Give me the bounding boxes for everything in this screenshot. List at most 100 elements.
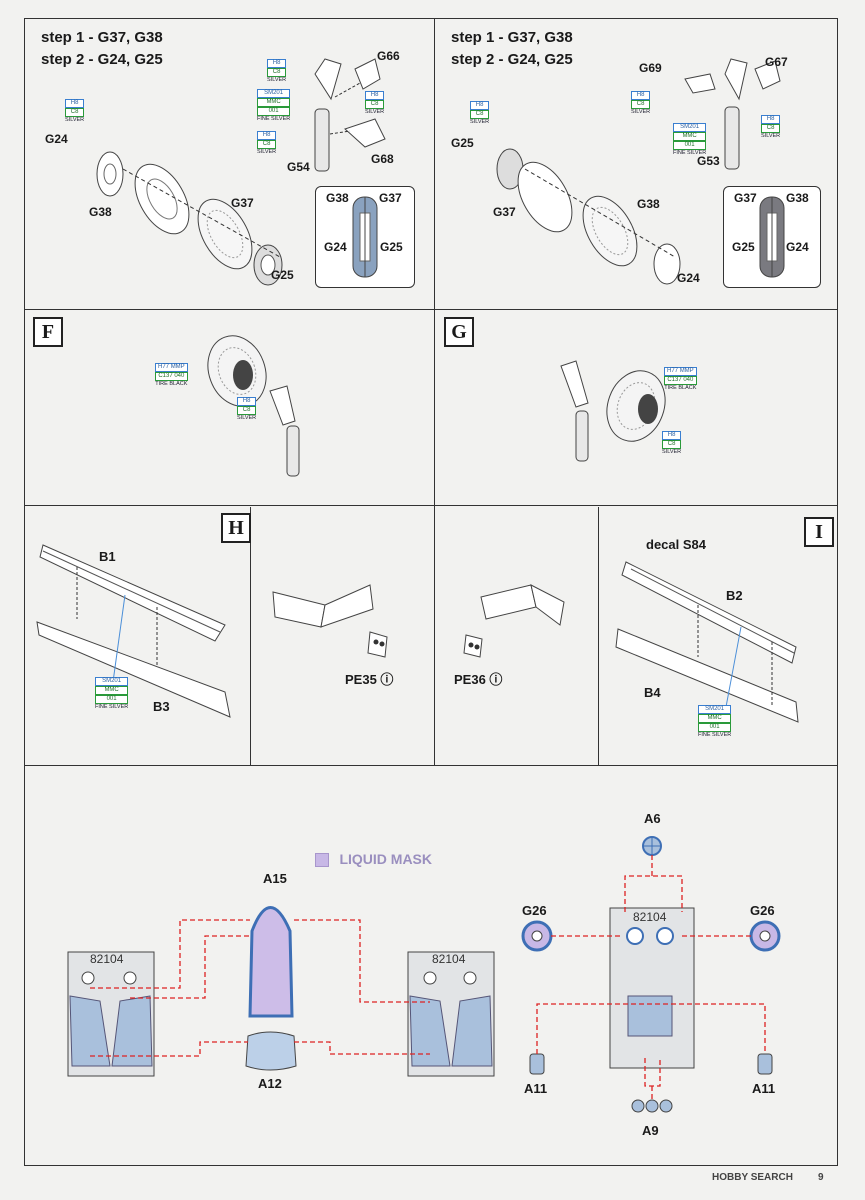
liquid-mask-label: LIQUID MASK — [339, 851, 433, 867]
label-g67: G67 — [765, 55, 788, 69]
inset-label-g38: G38 — [786, 191, 809, 205]
wheel-assembly-drawing — [496, 58, 781, 285]
inset-label-g38: G38 — [326, 191, 349, 205]
paint-code: H8 — [761, 115, 781, 124]
paint-name: FINE SILVER — [673, 150, 707, 156]
paint-code2-a: C137 — [158, 373, 173, 379]
paint-callout-tire-black: H77 MMP C137 040 TIRE BLACK — [664, 367, 697, 392]
paint-name: SILVER — [761, 133, 781, 139]
label-g25: G25 — [271, 268, 294, 282]
paint-code2: C8 — [65, 108, 85, 117]
panel-left-gear-steps: step 1 - G37, G38 step 2 - G24, G25 G66 … — [25, 19, 433, 309]
paint-code: H77 MMP — [155, 363, 188, 372]
label-pe36: PE36 ⓘ — [454, 672, 503, 687]
flap-assembly-drawing — [36, 544, 388, 718]
inset-label-g25: G25 — [732, 240, 755, 254]
paint-code2: C8 — [761, 124, 781, 133]
label-a12: A12 — [258, 1076, 282, 1091]
h-inner-divider — [250, 507, 251, 765]
bottom-frame — [24, 766, 838, 1166]
paint-code: H8 — [365, 91, 385, 100]
paint-code2: C137 040 — [664, 376, 697, 385]
paint-code3: 001 — [257, 107, 291, 116]
panel-number-left: 82104 — [90, 952, 124, 966]
label-g54: G54 — [287, 160, 310, 174]
paint-callout-silver-2: H8 C8 SILVER — [267, 59, 287, 84]
label-g68: G68 — [371, 152, 394, 166]
paint-code: H8 — [470, 101, 490, 110]
label-b4: B4 — [644, 685, 661, 700]
paint-callout-fine-silver: SM201 MMC 001 FINE SILVER — [673, 123, 707, 157]
paint-code-b: MMP — [170, 364, 185, 370]
label-a6: A6 — [644, 811, 661, 826]
paint-callout-silver-3: H8 C8 SILVER — [365, 91, 385, 116]
paint-name: FINE SILVER — [257, 116, 291, 122]
label-a15: A15 — [263, 871, 287, 886]
pe35-text: PE35 — [345, 672, 377, 687]
divider-2 — [24, 505, 838, 506]
section-letter-h: H — [221, 513, 251, 543]
label-a11-left: A11 — [524, 1081, 548, 1096]
paint-name: SILVER — [257, 149, 277, 155]
paint-callout-silver: H8 C8 SILVER — [470, 101, 490, 126]
paint-code: H8 — [237, 397, 257, 406]
step2-text: step 2 - G24, G25 — [451, 51, 573, 68]
assembled-gear-drawing — [560, 360, 666, 462]
paint-callout-silver-3: H8 C8 SILVER — [761, 115, 781, 140]
panel-number-mid: 82104 — [432, 952, 466, 966]
paint-callout-silver-2: H8 C8 SILVER — [631, 91, 651, 116]
paint-code: H8 — [267, 59, 287, 68]
panel-f: F H77 MMP C137 040 TIRE BLACK H8 C8 SILV… — [25, 311, 433, 504]
paint-name: TIRE BLACK — [664, 385, 697, 391]
paint-code2-a: C137 — [667, 377, 682, 383]
paint-callout-fine-silver: SM201 MMC 001 FINE SILVER — [257, 89, 291, 123]
watermark: HOBBY SEARCH — [712, 1172, 793, 1183]
label-b2: B2 — [726, 588, 743, 603]
flap-assembly-drawing — [463, 561, 799, 723]
divider-v — [434, 309, 435, 766]
label-b3: B3 — [153, 699, 170, 714]
paint-code3: 001 — [698, 723, 732, 732]
inset-label-g37: G37 — [379, 191, 402, 205]
step-heading: step 1 - G37, G38 step 2 - G24, G25 — [451, 27, 573, 71]
paint-code2: C8 — [257, 140, 277, 149]
paint-name: FINE SILVER — [698, 732, 732, 738]
paint-code: H77 MMP — [664, 367, 697, 376]
section-letter-g: G — [444, 317, 474, 347]
step-heading: step 1 - G37, G38 step 2 - G24, G25 — [41, 27, 163, 71]
paint-callout-fine-silver: SM201 MMC 001 FINE SILVER — [698, 705, 732, 739]
paint-callout-silver: H8 C8 SILVER — [237, 397, 257, 422]
i-inner-divider — [598, 507, 599, 765]
panel-g: G H77 MMP C137 040 TIRE BLACK H8 C8 SILV… — [436, 311, 837, 504]
paint-callout-tire-black: H77 MMP C137 040 TIRE BLACK — [155, 363, 188, 388]
top-frame — [24, 18, 838, 766]
paint-name: TIRE BLACK — [155, 381, 188, 387]
section-letter-f: F — [33, 317, 63, 347]
inset-label-g24: G24 — [324, 240, 347, 254]
inset-label-g25: G25 — [380, 240, 403, 254]
paint-code2: C8 — [470, 110, 490, 119]
label-g37: G37 — [493, 205, 516, 219]
label-g53: G53 — [697, 154, 720, 168]
paint-name: SILVER — [267, 77, 287, 83]
pe36-text: PE36 — [454, 672, 486, 687]
paint-code2-b: 040 — [683, 377, 694, 383]
paint-code2: C8 — [365, 100, 385, 109]
paint-code2: MMC — [698, 714, 732, 723]
label-a9: A9 — [642, 1123, 659, 1138]
paint-name: SILVER — [65, 117, 85, 123]
paint-code2: C8 — [237, 406, 257, 415]
label-a11-right: A11 — [752, 1081, 776, 1096]
liquid-mask-swatch — [315, 852, 329, 867]
step1-text: step 1 - G37, G38 — [41, 29, 163, 46]
label-g24: G24 — [45, 132, 68, 146]
paint-code2: MMC — [257, 98, 291, 107]
paint-code3: 001 — [673, 141, 707, 150]
panel-i: I decal S84 B2 B4 PE36 ⓘ SM201 MMC 001 F… — [436, 507, 837, 765]
paint-code: H8 — [257, 131, 277, 140]
paint-callout-silver: H8 C8 SILVER — [662, 431, 682, 456]
paint-code: H8 — [631, 91, 651, 100]
step1-text: step 1 - G37, G38 — [451, 29, 573, 46]
paint-code-b: MMP — [679, 368, 694, 374]
panel-number-right: 82104 — [633, 910, 667, 924]
